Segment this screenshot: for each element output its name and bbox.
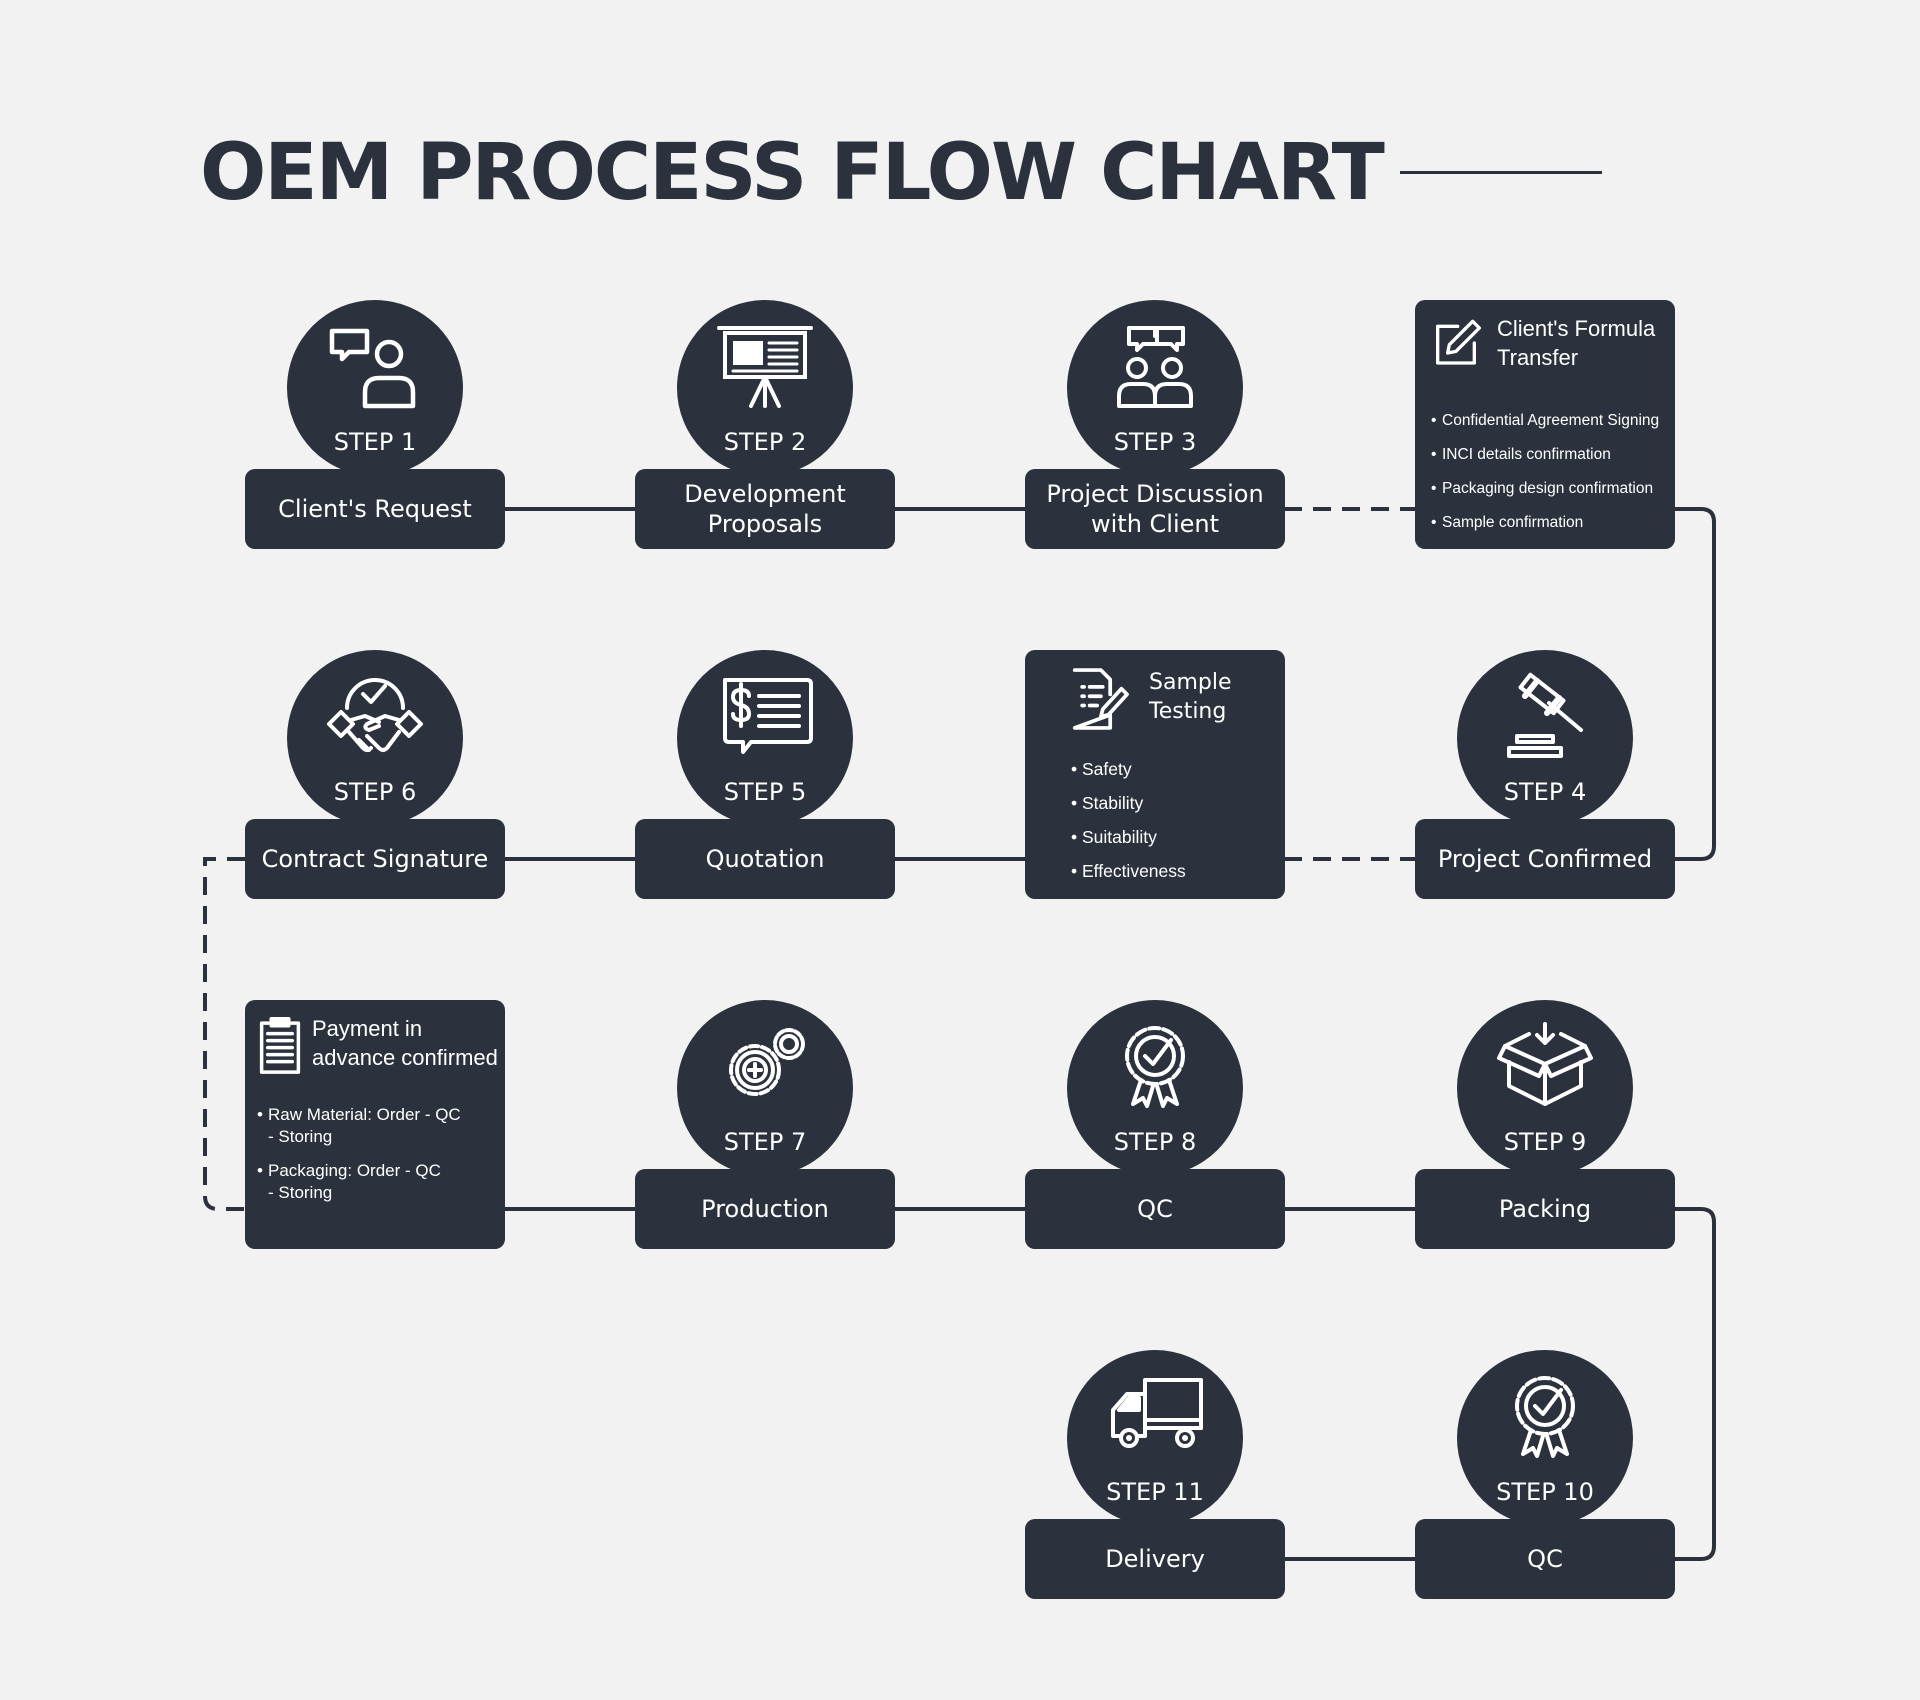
step-6-label: STEP 6 — [333, 778, 417, 806]
step-6-node: STEP 6 — [287, 650, 463, 826]
payment-card: Payment in advance confirmed Raw Materia… — [245, 1000, 505, 1249]
step-8-node: STEP 8 — [1067, 1000, 1243, 1176]
step-7-title: Production — [635, 1169, 895, 1249]
clipboard-icon — [259, 1017, 301, 1074]
connector-6-payment — [203, 857, 245, 1211]
step-7-label: STEP 7 — [723, 1128, 807, 1156]
payment-item: Packaging: Order - QC - Storing — [257, 1160, 461, 1204]
step-3-label: STEP 3 — [1113, 428, 1197, 456]
quotation-bubble-icon — [723, 678, 813, 754]
step-10-title: QC — [1415, 1519, 1675, 1599]
page-title: OEM PROCESS FLOW CHART — [200, 128, 1385, 218]
step-4-title: Project Confirmed — [1415, 819, 1675, 899]
formula-transfer-item: INCI details confirmation — [1431, 438, 1659, 472]
quality-badge-icon — [1125, 1026, 1185, 1108]
step-1-label: STEP 1 — [333, 428, 417, 456]
step-8-label: STEP 8 — [1113, 1128, 1197, 1156]
step-2-node: STEP 2 — [677, 300, 853, 476]
formula-transfer-item: Sample confirmation — [1431, 506, 1659, 540]
formula-transfer-title: Client's Formula Transfer — [1497, 316, 1656, 370]
formula-transfer-item: Confidential Agreement Signing — [1431, 404, 1659, 438]
formula-transfer-item: Packaging design confirmation — [1431, 472, 1659, 506]
package-box-icon — [1497, 1022, 1593, 1106]
step-3-node: STEP 3 — [1067, 300, 1243, 476]
step-10-node: STEP 10 — [1457, 1350, 1633, 1526]
sample-testing-item: Suitability — [1071, 820, 1186, 854]
step-5-title: Quotation — [635, 819, 895, 899]
handshake-icon — [327, 678, 423, 752]
step-4-label: STEP 4 — [1503, 778, 1587, 806]
discussion-icon — [1117, 326, 1193, 408]
sample-testing-item: Safety — [1071, 752, 1186, 786]
formula-transfer-card: Client's Formula Transfer Confidential A… — [1415, 300, 1675, 549]
step-5-label: STEP 5 — [723, 778, 807, 806]
connector-9-10 — [1674, 1207, 1716, 1561]
step-9-node: STEP 9 — [1457, 1000, 1633, 1176]
payment-title: Payment in advance confirmed — [312, 1016, 498, 1070]
step-11-title: Delivery — [1025, 1519, 1285, 1599]
step-11-node: STEP 11 — [1067, 1350, 1243, 1526]
step-6-title: Contract Signature — [245, 819, 505, 899]
step-10-label: STEP 10 — [1496, 1478, 1594, 1506]
edit-document-icon — [1436, 319, 1481, 365]
sample-testing-item: Stability — [1071, 786, 1186, 820]
quality-badge-icon — [1515, 1376, 1575, 1458]
consultation-icon — [329, 328, 416, 409]
step-4-node: STEP 4 — [1457, 650, 1633, 826]
step-3-title: Project Discussion with Client — [1025, 469, 1285, 549]
presentation-board-icon — [717, 326, 813, 408]
document-pen-icon — [1072, 668, 1129, 730]
step-11-label: STEP 11 — [1106, 1478, 1204, 1506]
gears-icon — [729, 1028, 805, 1096]
sample-testing-item: Effectiveness — [1071, 854, 1186, 888]
step-9-title: Packing — [1415, 1169, 1675, 1249]
step-7-node: STEP 7 — [677, 1000, 853, 1176]
step-8-title: QC — [1025, 1169, 1285, 1249]
step-9-label: STEP 9 — [1503, 1128, 1587, 1156]
payment-list: Raw Material: Order - QC - Storing Packa… — [257, 1104, 461, 1204]
sample-testing-list: Safety Stability Suitability Effectivene… — [1071, 752, 1186, 888]
step-5-node: STEP 5 — [677, 650, 853, 826]
gavel-icon — [1507, 672, 1583, 758]
delivery-truck-icon — [1111, 1378, 1203, 1448]
title-underline — [1400, 171, 1602, 174]
sample-testing-title: Sample Testing — [1149, 670, 1232, 724]
formula-transfer-list: Confidential Agreement Signing INCI deta… — [1431, 404, 1659, 540]
step-1-node: STEP 1 — [287, 300, 463, 476]
step-2-label: STEP 2 — [723, 428, 807, 456]
sample-testing-card: Sample Testing Safety Stability Suitabil… — [1025, 650, 1285, 899]
step-1-title: Client's Request — [245, 469, 505, 549]
payment-item: Raw Material: Order - QC - Storing — [257, 1104, 461, 1148]
connector-card-4 — [1674, 507, 1716, 861]
step-2-title: Development Proposals — [635, 469, 895, 549]
